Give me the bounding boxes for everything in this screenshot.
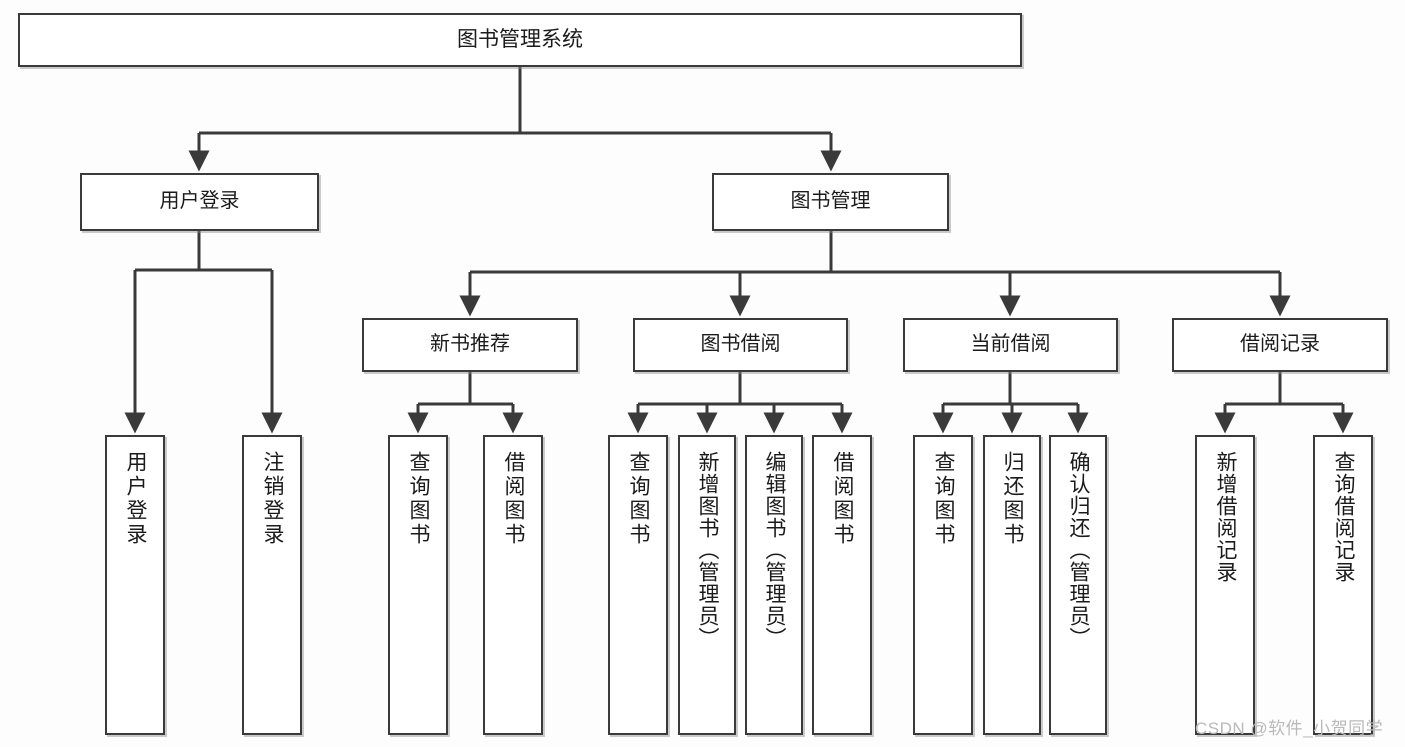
node-leaf-return-book[interactable]: 归还图书	[983, 435, 1041, 735]
node-current-borrow[interactable]: 当前借阅	[903, 318, 1118, 372]
node-book-borrow-label: 图书借阅	[700, 333, 781, 356]
watermark-text: CSDN @软件_小贺同学	[1195, 719, 1384, 738]
node-current-borrow-label: 当前借阅	[970, 333, 1051, 356]
node-root[interactable]: 图书管理系统	[18, 13, 1022, 67]
node-leaf-user-logout[interactable]: 注销登录	[242, 435, 302, 735]
node-leaf-query-record-label: 查询借阅记录	[1332, 451, 1356, 583]
node-user-login-label: 用户登录	[159, 190, 240, 213]
node-leaf-return-book-label: 归还图书	[1001, 451, 1025, 547]
node-leaf-query-book-cur[interactable]: 查询图书	[913, 435, 973, 735]
node-leaf-query-book-rec[interactable]: 查询图书	[388, 435, 448, 735]
node-leaf-add-record-label: 新增借阅记录	[1214, 451, 1238, 583]
node-leaf-user-login[interactable]: 用户登录	[105, 435, 165, 735]
node-leaf-query-book[interactable]: 查询图书	[608, 435, 668, 735]
node-new-book-rec-label: 新书推荐	[430, 333, 510, 356]
node-leaf-edit-book[interactable]: 编辑图书（管理员）	[745, 435, 803, 735]
node-leaf-borrow-book-rec-label: 借阅图书	[502, 451, 526, 547]
node-leaf-borrow-book-rec[interactable]: 借阅图书	[483, 435, 543, 735]
node-leaf-add-record[interactable]: 新增借阅记录	[1195, 435, 1255, 735]
node-leaf-user-logout-label: 注销登录	[261, 451, 285, 547]
node-leaf-query-record[interactable]: 查询借阅记录	[1313, 435, 1373, 735]
node-borrow-record-label: 借阅记录	[1240, 333, 1320, 356]
node-leaf-user-login-label: 用户登录	[124, 451, 148, 547]
node-leaf-add-book[interactable]: 新增图书（管理员）	[678, 435, 736, 735]
node-user-login[interactable]: 用户登录	[80, 173, 319, 231]
node-leaf-add-book-label: 新增图书（管理员）	[696, 451, 720, 649]
node-root-label: 图书管理系统	[457, 27, 583, 51]
node-leaf-edit-book-label: 编辑图书（管理员）	[763, 451, 787, 649]
node-borrow-record[interactable]: 借阅记录	[1172, 318, 1388, 372]
node-leaf-borrow-book-label: 借阅图书	[831, 451, 855, 547]
node-leaf-confirm-return[interactable]: 确认归还（管理员）	[1049, 435, 1107, 735]
node-new-book-rec[interactable]: 新书推荐	[362, 318, 578, 372]
node-leaf-confirm-return-label: 确认归还（管理员）	[1067, 451, 1091, 649]
node-leaf-query-book-cur-label: 查询图书	[932, 451, 956, 547]
node-leaf-query-book-label: 查询图书	[627, 451, 651, 547]
node-book-manage-label: 图书管理	[790, 190, 871, 213]
node-book-manage[interactable]: 图书管理	[712, 173, 949, 231]
node-book-borrow[interactable]: 图书借阅	[633, 318, 848, 372]
node-leaf-query-book-rec-label: 查询图书	[407, 451, 431, 547]
node-leaf-borrow-book[interactable]: 借阅图书	[812, 435, 872, 735]
